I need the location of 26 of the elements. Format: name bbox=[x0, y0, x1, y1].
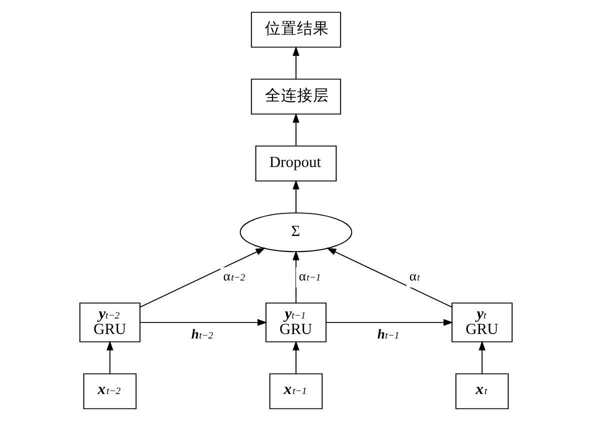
arrow bbox=[292, 46, 300, 80]
node-ellipse: Σ bbox=[240, 212, 352, 252]
node-box: yt−2 GRU bbox=[79, 302, 140, 342]
arrow bbox=[140, 319, 268, 326]
node-box: yt GRU bbox=[452, 302, 513, 342]
node-box: Dropout bbox=[255, 146, 337, 182]
edge-label: αt−1 bbox=[298, 268, 321, 284]
arrow bbox=[140, 248, 266, 308]
node-box: xt bbox=[455, 373, 509, 410]
arrow bbox=[292, 250, 300, 304]
arrow bbox=[326, 319, 454, 326]
node-box: yt−1 GRU bbox=[265, 302, 327, 342]
edge-label: ht−1 bbox=[377, 326, 400, 342]
node-box: xt−2 bbox=[83, 373, 137, 410]
arrow bbox=[326, 248, 452, 308]
node-box: 位置结果 bbox=[250, 12, 342, 48]
node-box: 全连接层 bbox=[250, 78, 342, 115]
arrow bbox=[478, 340, 486, 374]
arrow bbox=[292, 180, 300, 214]
node-box: xt−1 bbox=[269, 373, 323, 410]
edge-label: ht−2 bbox=[191, 326, 214, 342]
arrow bbox=[292, 113, 300, 146]
arrow bbox=[106, 340, 114, 374]
edge-label: αt−2 bbox=[223, 268, 246, 284]
arrow bbox=[292, 340, 300, 374]
edge-label: αt bbox=[409, 268, 420, 284]
